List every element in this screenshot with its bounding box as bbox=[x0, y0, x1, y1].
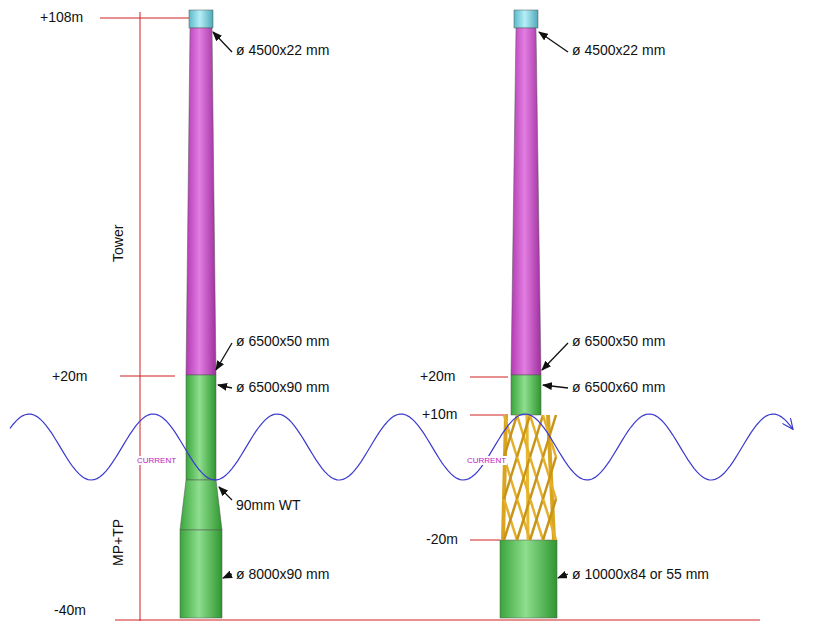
brace bbox=[530, 499, 543, 540]
left-monopile bbox=[180, 10, 222, 618]
leader-arrows bbox=[213, 32, 568, 578]
brace bbox=[517, 457, 530, 499]
dimension-label: ø 6500x50 mm bbox=[572, 333, 665, 349]
brace bbox=[504, 415, 517, 457]
current-label: CURRENT bbox=[466, 456, 507, 465]
brace bbox=[504, 499, 517, 540]
dimension-label: ø 4500x22 mm bbox=[572, 42, 665, 58]
elevation-label: +20m bbox=[52, 368, 87, 384]
brace bbox=[527, 415, 528, 540]
brace bbox=[530, 499, 543, 540]
section-label: MP+TP bbox=[110, 519, 126, 566]
dimension-label: ø 10000x84 or 55 mm bbox=[572, 566, 709, 582]
brace bbox=[517, 457, 530, 499]
brace bbox=[517, 499, 530, 540]
brace bbox=[517, 499, 530, 540]
brace bbox=[543, 499, 556, 540]
brace bbox=[543, 499, 556, 540]
brace bbox=[504, 499, 517, 540]
elevation-label: -20m bbox=[426, 531, 458, 547]
brace bbox=[543, 457, 556, 499]
brace bbox=[530, 415, 543, 457]
dimension-label: ø 8000x90 mm bbox=[236, 566, 329, 582]
brace bbox=[503, 415, 506, 540]
dimension-label: ø 6500x60 mm bbox=[572, 379, 665, 395]
brace bbox=[530, 457, 543, 499]
dimension-label: ø 6500x90 mm bbox=[236, 379, 329, 395]
current-label: CURRENT bbox=[136, 456, 177, 465]
wave-line bbox=[10, 414, 793, 480]
brace bbox=[543, 457, 556, 499]
section-label: Tower bbox=[110, 225, 126, 262]
elevation-label: +20m bbox=[420, 368, 455, 384]
elevation-label: +10m bbox=[422, 406, 457, 422]
brace bbox=[517, 415, 530, 457]
dimension-label: ø 6500x50 mm bbox=[236, 333, 329, 349]
dimension-label: ø 4500x22 mm bbox=[236, 42, 329, 58]
brace bbox=[530, 457, 543, 499]
dimension-label: 90mm WT bbox=[236, 497, 301, 513]
dimension-lines bbox=[100, 12, 760, 621]
elevation-label: -40m bbox=[54, 602, 86, 618]
brace bbox=[517, 415, 530, 457]
brace bbox=[530, 415, 543, 457]
elevation-label: +108m bbox=[40, 9, 83, 25]
right-jacket-structure bbox=[500, 10, 557, 618]
brace bbox=[504, 415, 517, 457]
